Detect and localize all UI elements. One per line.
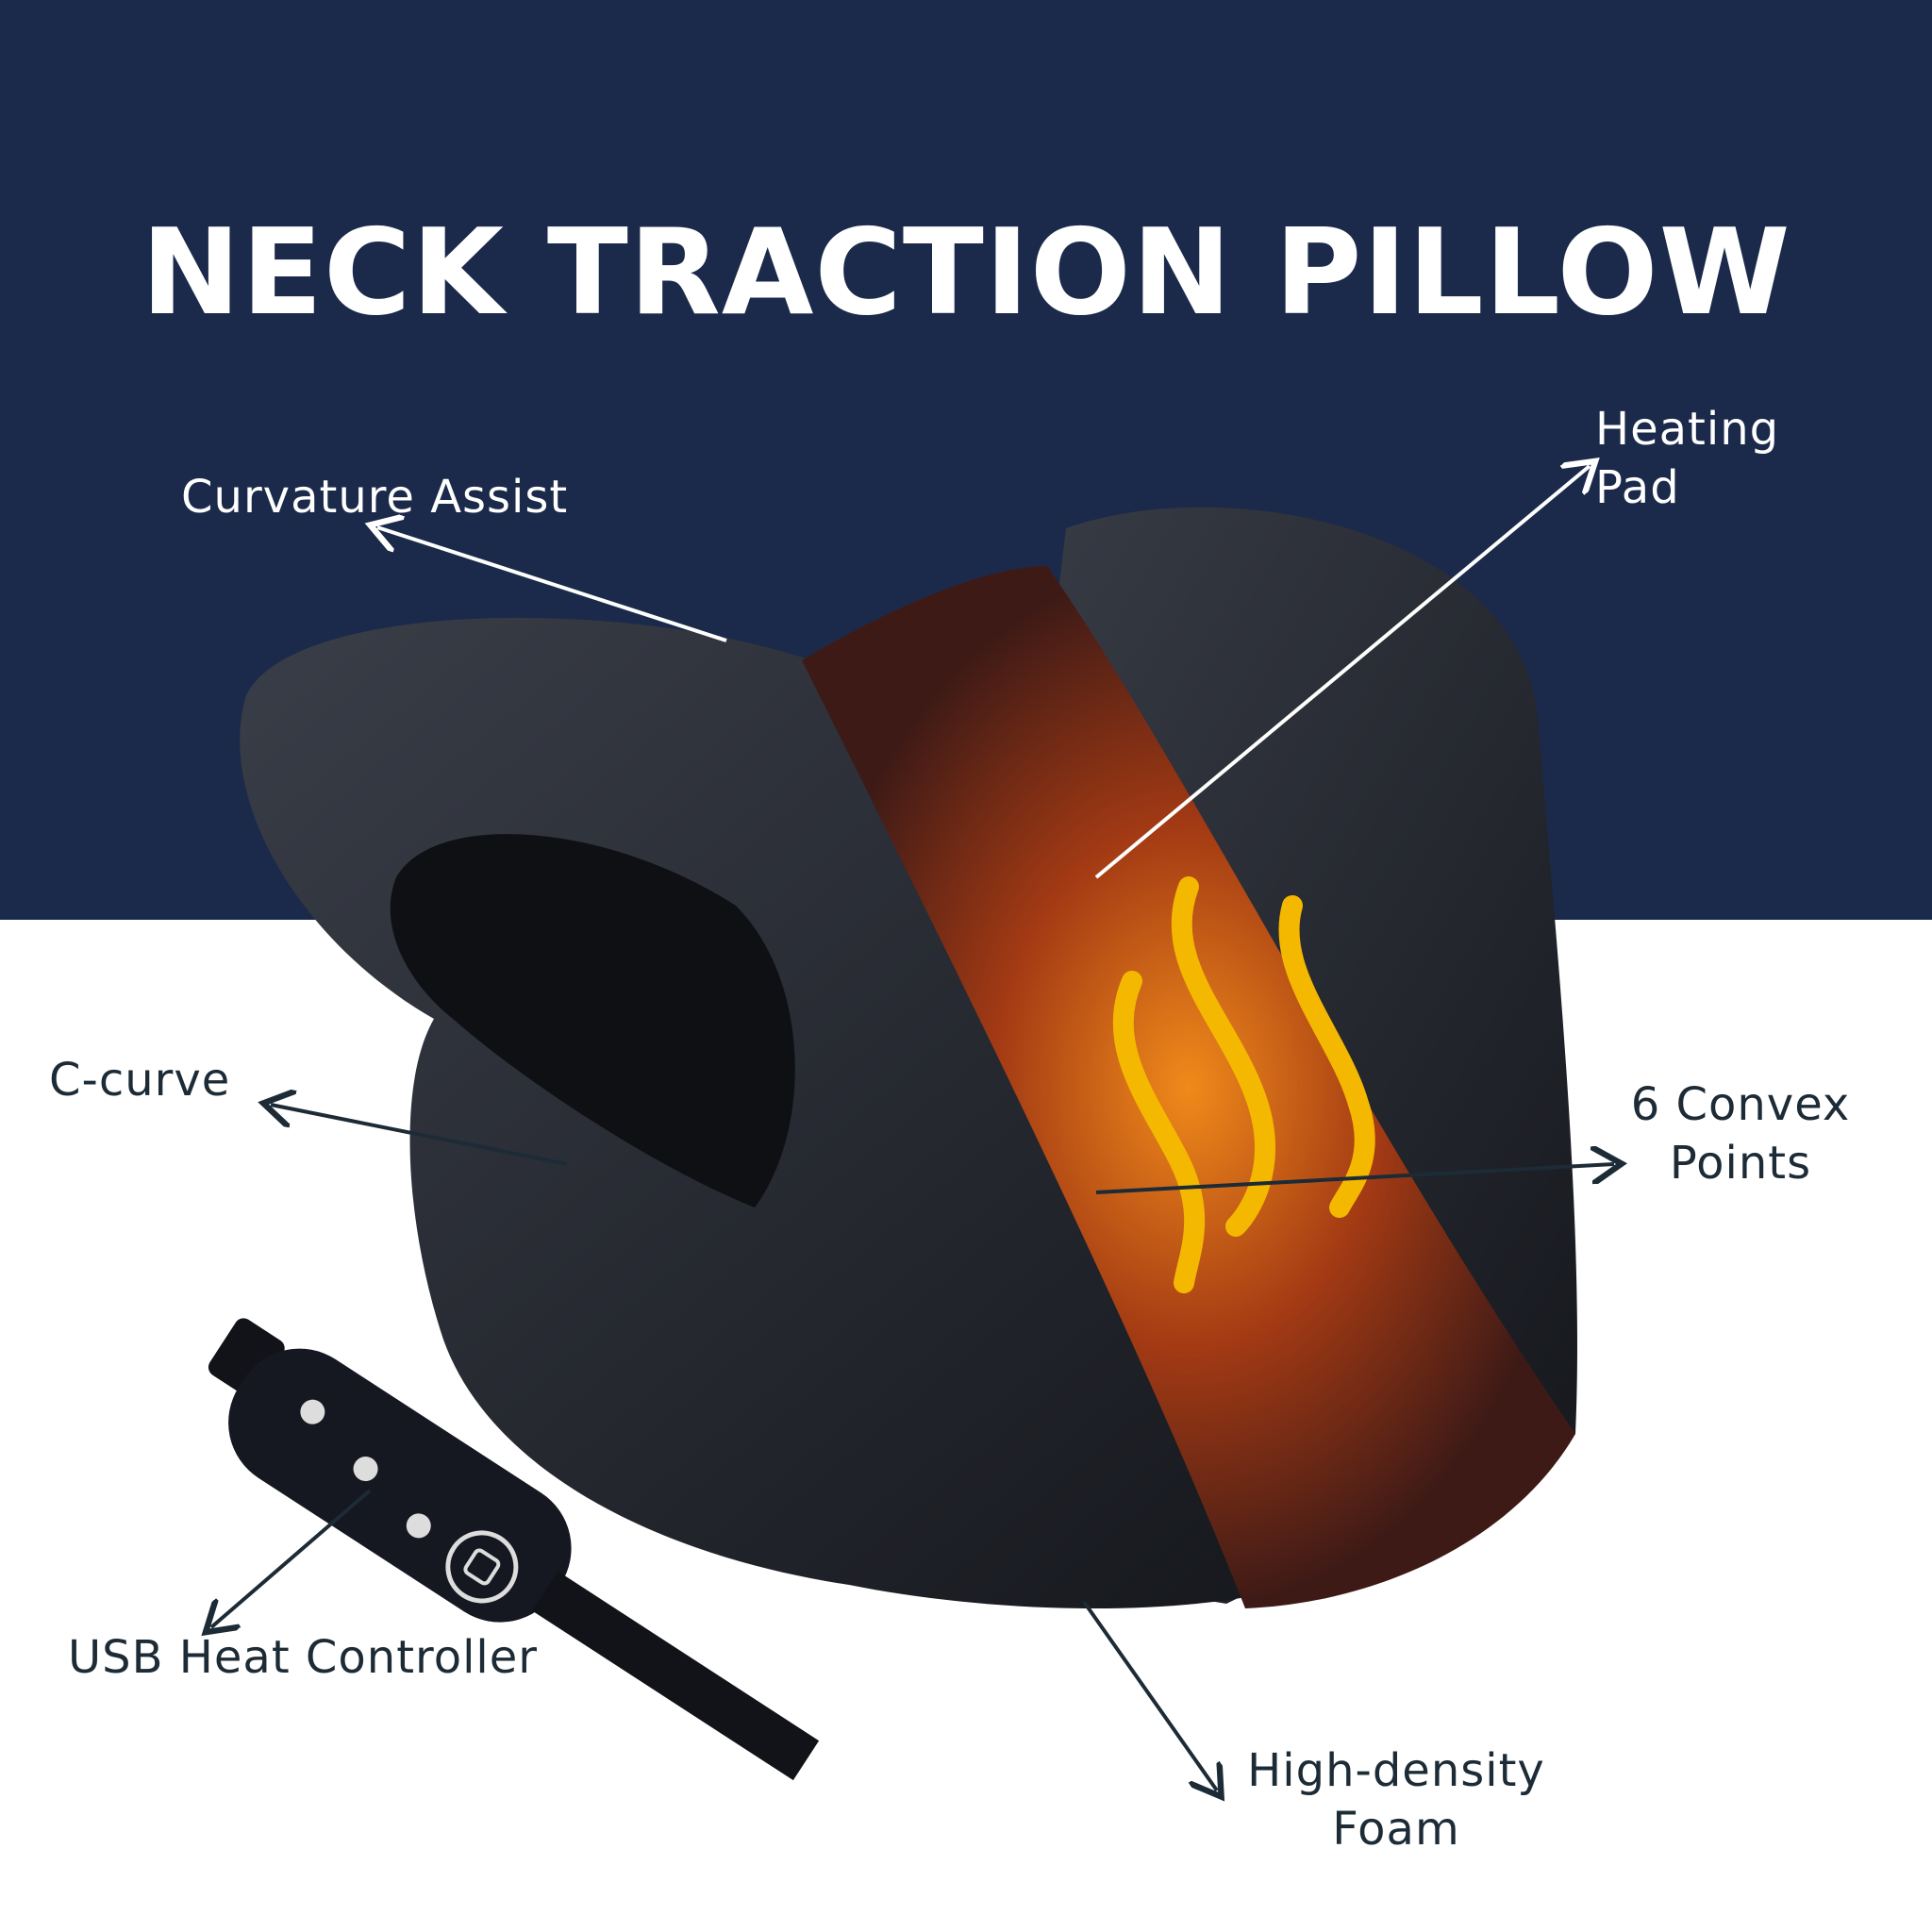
label-foam-line2: Foam — [1332, 1803, 1460, 1856]
heating-pad-arrow — [1094, 466, 1590, 879]
label-foam-line1: High-density — [1247, 1744, 1545, 1797]
foam-arrow — [1082, 1600, 1217, 1790]
label-heating-pad-line2: Pad — [1595, 461, 1680, 514]
convex-points-arrow — [1095, 1164, 1614, 1194]
label-convex-line1: 6 Convex — [1630, 1078, 1851, 1131]
c-curve-arrow — [271, 1105, 568, 1166]
usb-heat-controller — [208, 1318, 820, 1781]
label-c-curve: C-curve — [49, 1054, 231, 1107]
page-title: NECK TRACTION PILLOW — [141, 203, 1791, 341]
usb-controller-arrow — [211, 1489, 372, 1627]
label-heating-pad: Heating Pad — [1595, 400, 1779, 517]
c-curve-opening — [390, 834, 795, 1208]
label-high-density-foam: High-density Foam — [1226, 1741, 1566, 1858]
pillow — [240, 507, 1577, 1608]
curvature-assist-arrow — [377, 527, 727, 642]
label-heating-pad-line1: Heating — [1595, 403, 1780, 456]
label-convex-line2: Points — [1669, 1137, 1812, 1190]
label-usb-heat-controller: USB Heat Controller — [68, 1631, 539, 1684]
label-convex-points: 6 Convex Points — [1604, 1075, 1877, 1192]
label-curvature-assist: Curvature Assist — [181, 471, 569, 524]
heating-pad — [802, 566, 1575, 1608]
heat-waves-icon — [1112, 876, 1375, 1293]
